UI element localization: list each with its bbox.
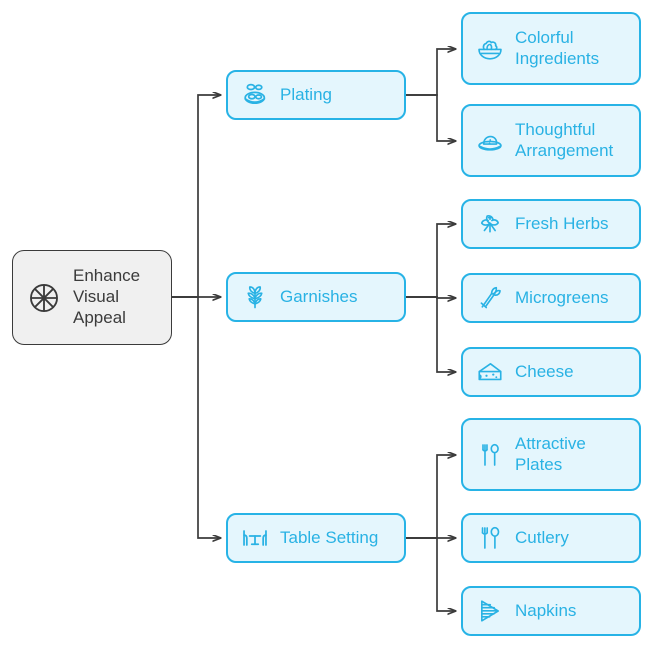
leaf-label-thoughtful-arrangement: Thoughtful Arrangement bbox=[515, 119, 614, 160]
edge-garnishes-fresh-herbs bbox=[406, 224, 456, 298]
herb-sprig-icon bbox=[241, 283, 269, 311]
branch-node-garnishes[interactable]: Garnishes bbox=[226, 272, 406, 322]
leaf-node-thoughtful-arrangement[interactable]: Thoughtful Arrangement bbox=[461, 104, 641, 177]
sprout-stalk-icon bbox=[476, 284, 504, 312]
edge-root-table-setting bbox=[172, 296, 221, 538]
leaf-node-napkins[interactable]: Napkins bbox=[461, 586, 641, 636]
leaf-label-colorful-ingredients: Colorful Ingredients bbox=[515, 27, 600, 68]
branch-label-plating: Plating bbox=[280, 84, 332, 104]
fork-spoon-icon bbox=[476, 524, 504, 552]
root-label: Enhance Visual Appeal bbox=[73, 266, 141, 327]
folded-napkin-icon bbox=[476, 597, 504, 625]
root-node[interactable]: Enhance Visual Appeal bbox=[12, 250, 172, 345]
branch-label-garnishes: Garnishes bbox=[280, 286, 358, 306]
leaf-label-fresh-herbs: Fresh Herbs bbox=[515, 213, 609, 233]
salad-bowl-icon bbox=[476, 35, 504, 63]
leaf-node-cheese[interactable]: Cheese bbox=[461, 347, 641, 397]
edge-garnishes-cheese bbox=[406, 296, 456, 372]
leaf-label-microgreens: Microgreens bbox=[515, 287, 609, 307]
branch-node-plating[interactable]: Plating bbox=[226, 70, 406, 120]
table-icon bbox=[241, 524, 269, 552]
leaf-node-colorful-ingredients[interactable]: Colorful Ingredients bbox=[461, 12, 641, 85]
pinwheel-icon bbox=[27, 281, 61, 315]
edge-table-setting-attractive-plates bbox=[406, 455, 456, 539]
fork-spoon-icon bbox=[476, 441, 504, 469]
edge-table-setting-napkins bbox=[406, 537, 456, 611]
plated-dish-icon bbox=[476, 127, 504, 155]
edge-garnishes-microgreens bbox=[406, 297, 456, 298]
leaf-node-fresh-herbs[interactable]: Fresh Herbs bbox=[461, 199, 641, 249]
leaf-label-cutlery: Cutlery bbox=[515, 527, 569, 547]
plates-stack-icon bbox=[241, 81, 269, 109]
leaf-label-attractive-plates: Attractive Plates bbox=[515, 433, 586, 474]
edge-plating-thoughtful-arrangement bbox=[406, 94, 456, 141]
clover-leaf-icon bbox=[476, 210, 504, 238]
branch-node-table-setting[interactable]: Table Setting bbox=[226, 513, 406, 563]
leaf-node-microgreens[interactable]: Microgreens bbox=[461, 273, 641, 323]
leaf-label-napkins: Napkins bbox=[515, 600, 577, 620]
edge-root-plating bbox=[172, 95, 221, 298]
edge-plating-colorful-ingredients bbox=[406, 49, 456, 96]
leaf-label-cheese: Cheese bbox=[515, 361, 574, 381]
leaf-node-attractive-plates[interactable]: Attractive Plates bbox=[461, 418, 641, 491]
branch-label-table-setting: Table Setting bbox=[280, 527, 379, 547]
leaf-node-cutlery[interactable]: Cutlery bbox=[461, 513, 641, 563]
cheese-wedge-icon bbox=[476, 358, 504, 386]
